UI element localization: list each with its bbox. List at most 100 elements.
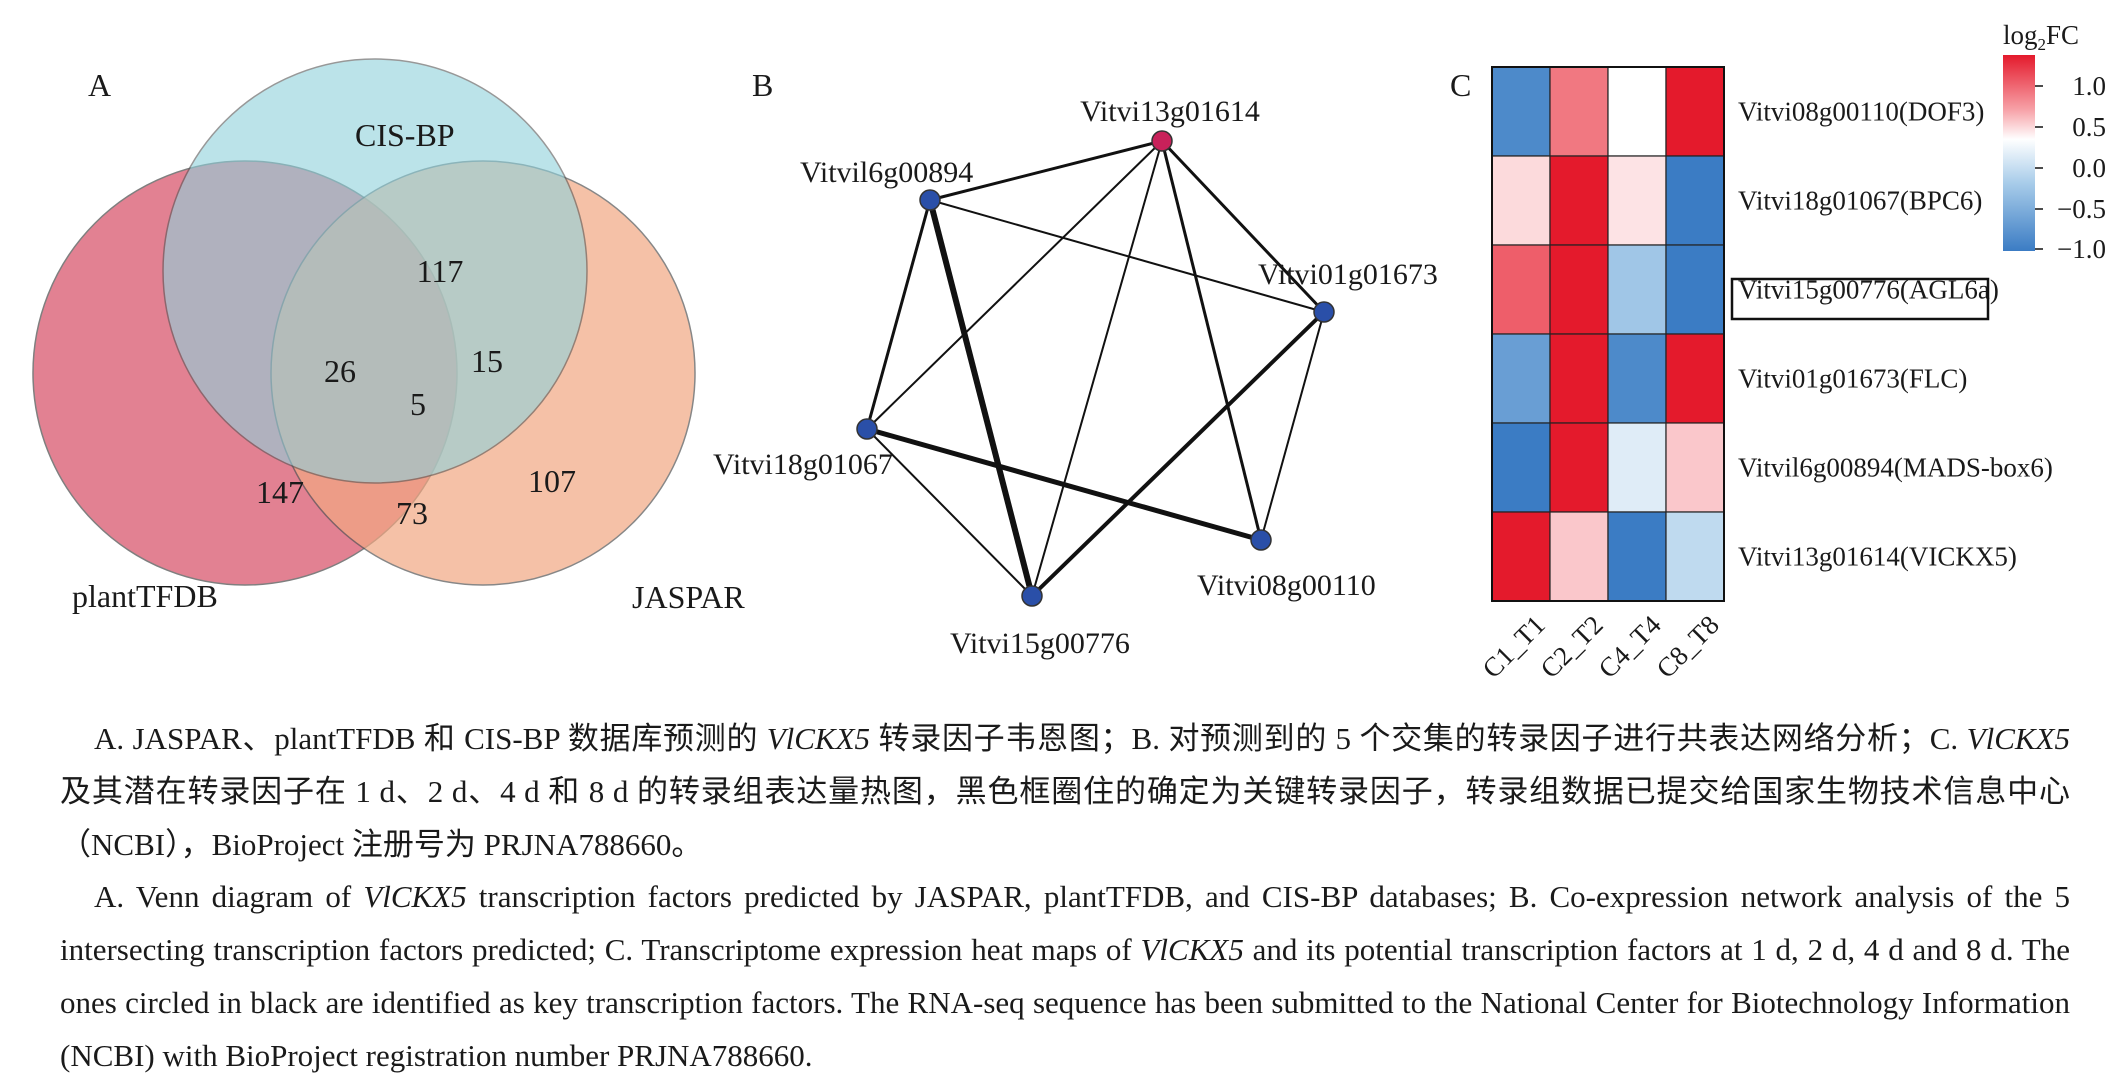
heatmap-column-label: C1_T1 (1477, 610, 1551, 684)
heatmap-row-label: Vitvi08g00110(DOF3) (1738, 97, 1984, 127)
edge-13g01614-15g00776 (1031, 140, 1163, 597)
key-tf-highlight-box (1730, 277, 1990, 321)
gene-name: VlCKX5 (766, 721, 871, 756)
node-vitvi13g01614 (1151, 130, 1173, 152)
caption-text: transcription factors predicted by JASPA… (60, 879, 2070, 967)
heatmap-row-label: Vitvi18g01067(BPC6) (1738, 186, 1982, 216)
heatmap-row-label: Vitvi13g01614(VICKX5) (1738, 542, 2017, 572)
edge-16g00894-01g01673 (929, 199, 1325, 313)
venn-count-planttfdb-only: 147 (256, 474, 304, 510)
heatmap-column-label: C4_T4 (1593, 609, 1668, 684)
node-vitvi08g00110 (1250, 529, 1272, 551)
edge-16g00894-18g01067 (865, 199, 932, 430)
venn-label-cisbp: CIS-BP (355, 117, 455, 153)
edge-08g00110-01g01673 (1260, 311, 1325, 541)
colorbar-legend: log2FC 1.0 0.5 0.0 −0.5 −1.0 (2003, 20, 2106, 264)
panel-a-venn: A CIS-BP plantTFDB JASPAR 117 26 15 5 14… (32, 58, 745, 615)
venn-label-jaspar: JASPAR (632, 579, 745, 615)
edge-13g01614-08g00110 (1160, 140, 1263, 541)
heatmap-cell (1665, 155, 1725, 246)
node-vitvil6g00894 (919, 189, 941, 211)
edge-16g00894-15g00776 (927, 199, 1035, 597)
panel-c-letter: C (1450, 67, 1471, 103)
venn-count-cisbp-only: 117 (417, 253, 464, 289)
venn-count-jaspar-only: 107 (528, 463, 576, 499)
heatmap-cell (1549, 422, 1609, 513)
venn-count-cisbp-planttfdb: 26 (324, 353, 356, 389)
node-label-vitvi15g00776: Vitvi15g00776 (950, 627, 1130, 660)
edge-15g00776-01g01673 (1030, 310, 1326, 598)
heatmap-cell (1549, 66, 1609, 157)
heatmap-cell (1549, 333, 1609, 424)
heatmap-cell (1665, 66, 1725, 157)
venn-count-planttfdb-jaspar: 73 (396, 495, 428, 531)
gene-name: VlCKX5 (363, 879, 467, 914)
heatmap-cell (1607, 422, 1667, 513)
node-label-vitvi18g01067: Vitvi18g01067 (713, 448, 893, 481)
heatmap-cell (1491, 422, 1551, 513)
heatmap-cell (1549, 244, 1609, 335)
caption-english-paragraph: A. Venn diagram of VlCKX5 transcription … (60, 870, 2070, 1082)
figure: A CIS-BP plantTFDB JASPAR 117 26 15 5 14… (32, 20, 2106, 684)
caption-chinese-paragraph: A. JASPAR、plantTFDB 和 CIS-BP 数据库预测的 VlCK… (60, 712, 2070, 871)
heatmap-cell (1491, 333, 1551, 424)
caption-text: and its potential transcription factors … (60, 932, 2071, 1073)
colorbar-gradient (2003, 55, 2035, 251)
heatmap-column-label: C8_T8 (1651, 610, 1725, 684)
heatmap-cell (1491, 155, 1551, 246)
node-label-vitvil6g00894: Vitvil6g00894 (800, 156, 973, 189)
edge-18g01067-08g00110 (866, 426, 1262, 543)
heatmap-row-label: Vitvi01g01673(FLC) (1738, 364, 1967, 394)
colorbar-tick-label: 0.0 (2072, 153, 2106, 183)
caption-chinese: A. JASPAR、plantTFDB 和 CIS-BP 数据库预测的 VlCK… (60, 712, 2070, 871)
heatmap-cell (1665, 333, 1725, 424)
caption-text: 转录因子韦恩图；B. 对预测到的 5 个交集的转录因子进行共表达网络分析；C. (870, 721, 1967, 756)
heatmap-column-label: C2_T2 (1535, 610, 1609, 684)
gene-name: VlCKX5 (1966, 721, 2070, 756)
edge-18g01067-15g00776 (866, 428, 1033, 597)
caption-text: A. JASPAR、plantTFDB 和 CIS-BP 数据库预测的 (94, 721, 767, 756)
node-label-vitvi08g00110: Vitvi08g00110 (1197, 569, 1376, 602)
edge-13g01614-16g00894 (929, 139, 1163, 202)
gene-name: VlCKX5 (1140, 932, 1244, 967)
node-label-vitvi13g01614: Vitvi13g01614 (1080, 95, 1260, 128)
heatmap-row-labels: Vitvi08g00110(DOF3) Vitvi18g01067(BPC6) Vi… (1738, 97, 2053, 572)
colorbar-tick-label: −0.5 (2057, 194, 2106, 224)
node-vitvi01g01673 (1313, 301, 1335, 323)
network-nodes (856, 130, 1335, 607)
venn-label-planttfdb: plantTFDB (72, 578, 218, 614)
heatmap-cell (1607, 333, 1667, 424)
colorbar-tick-label: 1.0 (2072, 71, 2106, 101)
node-vitvi18g01067 (856, 418, 878, 440)
heatmap-frame (1491, 66, 1725, 602)
heatmap-cell (1607, 244, 1667, 335)
heatmap-cell (1665, 511, 1725, 602)
colorbar-title: log2FC (2003, 20, 2079, 54)
node-vitvi15g00776 (1021, 585, 1043, 607)
colorbar-tick-label: −1.0 (2057, 234, 2106, 264)
panel-b-network: B Vitvi13g01614 Vitvil6g00894 V (713, 67, 1438, 660)
heatmap-cell (1665, 244, 1725, 335)
panel-b-letter: B (752, 67, 773, 103)
caption-english: A. Venn diagram of VlCKX5 transcription … (60, 870, 2070, 1082)
heatmap-cell (1549, 511, 1609, 602)
heatmap-cell (1607, 155, 1667, 246)
edge-13g01614-18g01067 (866, 140, 1163, 430)
heatmap-cell (1491, 66, 1551, 157)
venn-count-cisbp-jaspar: 15 (471, 343, 503, 379)
node-label-vitvi01g01673: Vitvi01g01673 (1258, 258, 1438, 291)
heatmap-cell (1607, 66, 1667, 157)
heatmap-cell (1491, 244, 1551, 335)
heatmap-cell (1549, 155, 1609, 246)
network-edges (865, 139, 1326, 598)
heatmap-row-label: Vitvil6g00894(MADS-box6) (1738, 453, 2053, 483)
colorbar-tick-label: 0.5 (2072, 112, 2106, 142)
heatmap-cells (1491, 66, 1725, 602)
caption-text: 及其潜在转录因子在 1 d、2 d、4 d 和 8 d 的转录组表达量热图，黑色… (60, 774, 2070, 862)
heatmap-cell (1665, 422, 1725, 513)
panel-c-heatmap: C Vitvi08g00110(DOF3) Vitvi18g01067(BPC6)… (1450, 20, 2106, 684)
heatmap-cell (1491, 511, 1551, 602)
heatmap-cell (1607, 511, 1667, 602)
venn-circle-cisbp (162, 58, 588, 484)
